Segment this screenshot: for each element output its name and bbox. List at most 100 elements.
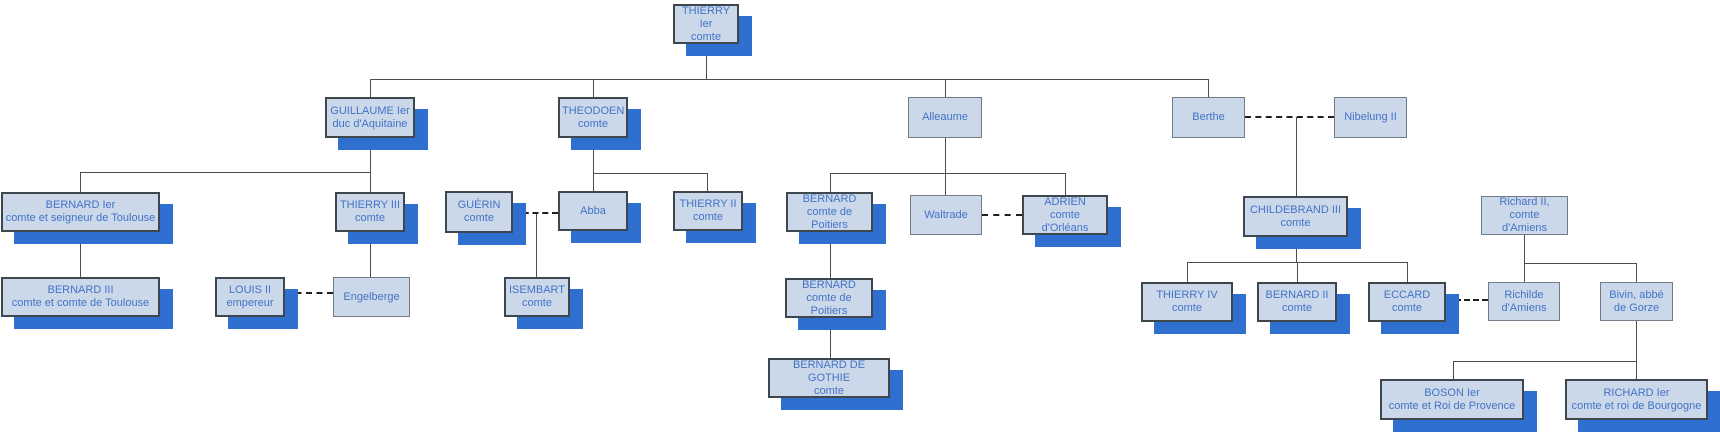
node-title: Waltrade — [924, 208, 968, 221]
node-title: BERNARD II — [1265, 289, 1329, 301]
node-subtitle: comte d'Orléans — [1041, 208, 1089, 234]
connector-line — [80, 232, 81, 277]
node-title: Alleaume — [922, 111, 968, 123]
tree-node-waltrade[interactable]: Waltrade — [910, 195, 982, 235]
node-title: Engelberge — [343, 290, 400, 303]
node-subtitle: comte — [691, 30, 721, 43]
node-title: THEODOEN — [562, 104, 625, 117]
connector-line — [370, 138, 371, 192]
node-subtitle: comte et seigneur de Toulouse — [5, 212, 156, 224]
connector-line — [1453, 361, 1454, 379]
tree-node-nibelung-2[interactable]: Nibelung II — [1334, 97, 1407, 138]
connector-line — [1187, 262, 1188, 282]
node-subtitle: empereur — [226, 297, 274, 309]
node-subtitle: comte — [522, 297, 552, 309]
node-subtitle: comte — [464, 212, 494, 224]
connector-line — [593, 173, 707, 174]
connector-line — [1524, 263, 1636, 264]
tree-node-abba[interactable]: Abba — [558, 191, 628, 231]
node-title: RICHARD Ier — [1603, 386, 1670, 399]
node-title: Berthe — [1192, 111, 1225, 123]
node-subtitle: comte — [1392, 302, 1422, 314]
connector-line — [1636, 361, 1637, 379]
node-subtitle: d'Amiens — [1502, 222, 1547, 234]
node-title: Richard II, comte — [1499, 196, 1550, 221]
node-subtitle: comte — [814, 384, 844, 397]
node-title: Nibelung II — [1344, 111, 1397, 123]
connector-line — [593, 138, 594, 191]
connector-line — [80, 172, 370, 173]
node-title: BERNARD DE GOTHIE — [792, 358, 866, 384]
node-title: ECCARD — [1383, 289, 1431, 301]
node-subtitle: duc d'Aquitaine — [332, 117, 408, 130]
connector-line — [830, 173, 1065, 174]
node-title: Abba — [580, 204, 606, 217]
node-subtitle: comte — [355, 212, 385, 224]
connector-line — [1524, 235, 1525, 263]
tree-node-alleaume[interactable]: Alleaume — [908, 97, 982, 138]
connector-line — [706, 43, 707, 79]
tree-node-engelberge[interactable]: Engelberge — [333, 277, 410, 317]
node-subtitle: comte de Poitiers — [806, 291, 852, 317]
node-title: LOUIS II — [228, 284, 272, 296]
node-subtitle: comte — [693, 211, 723, 223]
node-subtitle: comte — [1280, 216, 1311, 229]
marriage-dashed-line-louis-engelberge — [285, 292, 333, 294]
marriage-dashed-line-waltrade-adrien — [982, 214, 1022, 216]
node-title: BERNARD Ier — [45, 199, 116, 211]
connector-line — [370, 232, 371, 277]
node-subtitle: comte de Poitiers — [806, 205, 853, 231]
connector-line — [945, 79, 946, 97]
node-subtitle: d'Amiens — [1501, 301, 1547, 314]
marriage-dashed-line-guerin-abba — [513, 212, 558, 214]
node-title: THIERRY II — [679, 198, 737, 210]
connector-line — [1636, 321, 1637, 361]
connector-line — [707, 173, 708, 191]
node-title: BERNARD — [802, 278, 856, 291]
connector-line — [830, 232, 831, 278]
node-title: ADRIEN — [1044, 195, 1086, 208]
tree-node-berthe[interactable]: Berthe — [1172, 97, 1245, 138]
marriage-dashed-line-berthe-nibelung — [1245, 116, 1334, 118]
node-title: BERNARD — [802, 192, 857, 205]
connector-line — [80, 172, 81, 192]
connector-line — [593, 79, 594, 97]
connector-line — [1636, 263, 1637, 282]
connector-line — [370, 79, 1208, 80]
node-title: BOSON Ier — [1424, 386, 1480, 399]
node-title: CHILDEBRAND III — [1249, 203, 1342, 216]
node-title: THIERRY III — [339, 199, 401, 211]
node-subtitle: comte et comte de Toulouse — [11, 297, 150, 309]
node-title: BERNARD III — [47, 284, 114, 296]
node-title: ISEMBART — [508, 284, 566, 296]
marriage-dashed-line-eccard-richilde — [1446, 299, 1488, 301]
node-title: THIERRY IV — [1156, 289, 1218, 301]
node-title: Bivin, abbé — [1609, 288, 1664, 301]
connector-line — [1296, 237, 1297, 262]
connector-line — [370, 79, 371, 97]
connector-line — [830, 173, 831, 192]
